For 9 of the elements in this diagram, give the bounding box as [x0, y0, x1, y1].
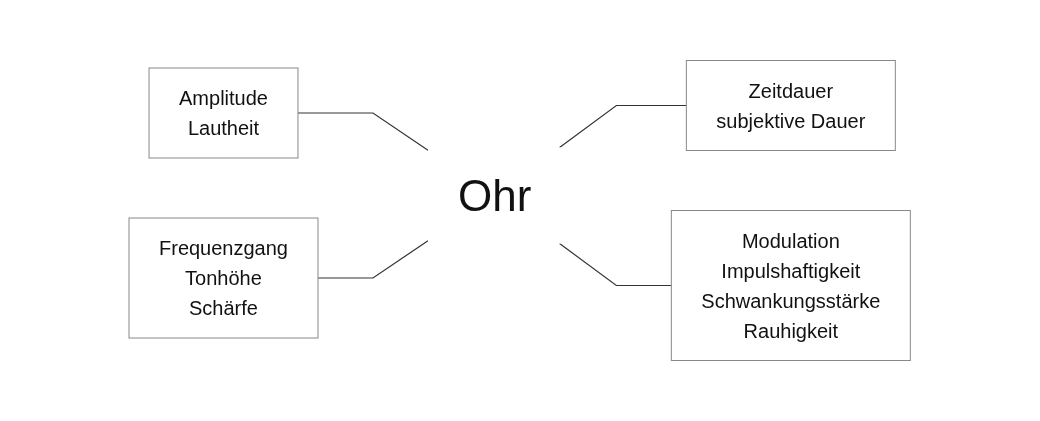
node-box: Zeitdauer subjektive Dauer: [686, 60, 897, 151]
node-box: Modulation Impulshaftigkeit Schwankungsstärke Rauhigkeit: [671, 210, 912, 361]
node-box: Frequenzgang Tonhöhe Schärfe: [128, 217, 319, 339]
connector: [559, 242, 673, 287]
connector: [317, 240, 429, 279]
connector: [559, 104, 688, 149]
connector: [297, 112, 429, 151]
node-text: Ohr: [458, 170, 532, 220]
node-box: Amplitude Lautheit: [148, 67, 299, 159]
